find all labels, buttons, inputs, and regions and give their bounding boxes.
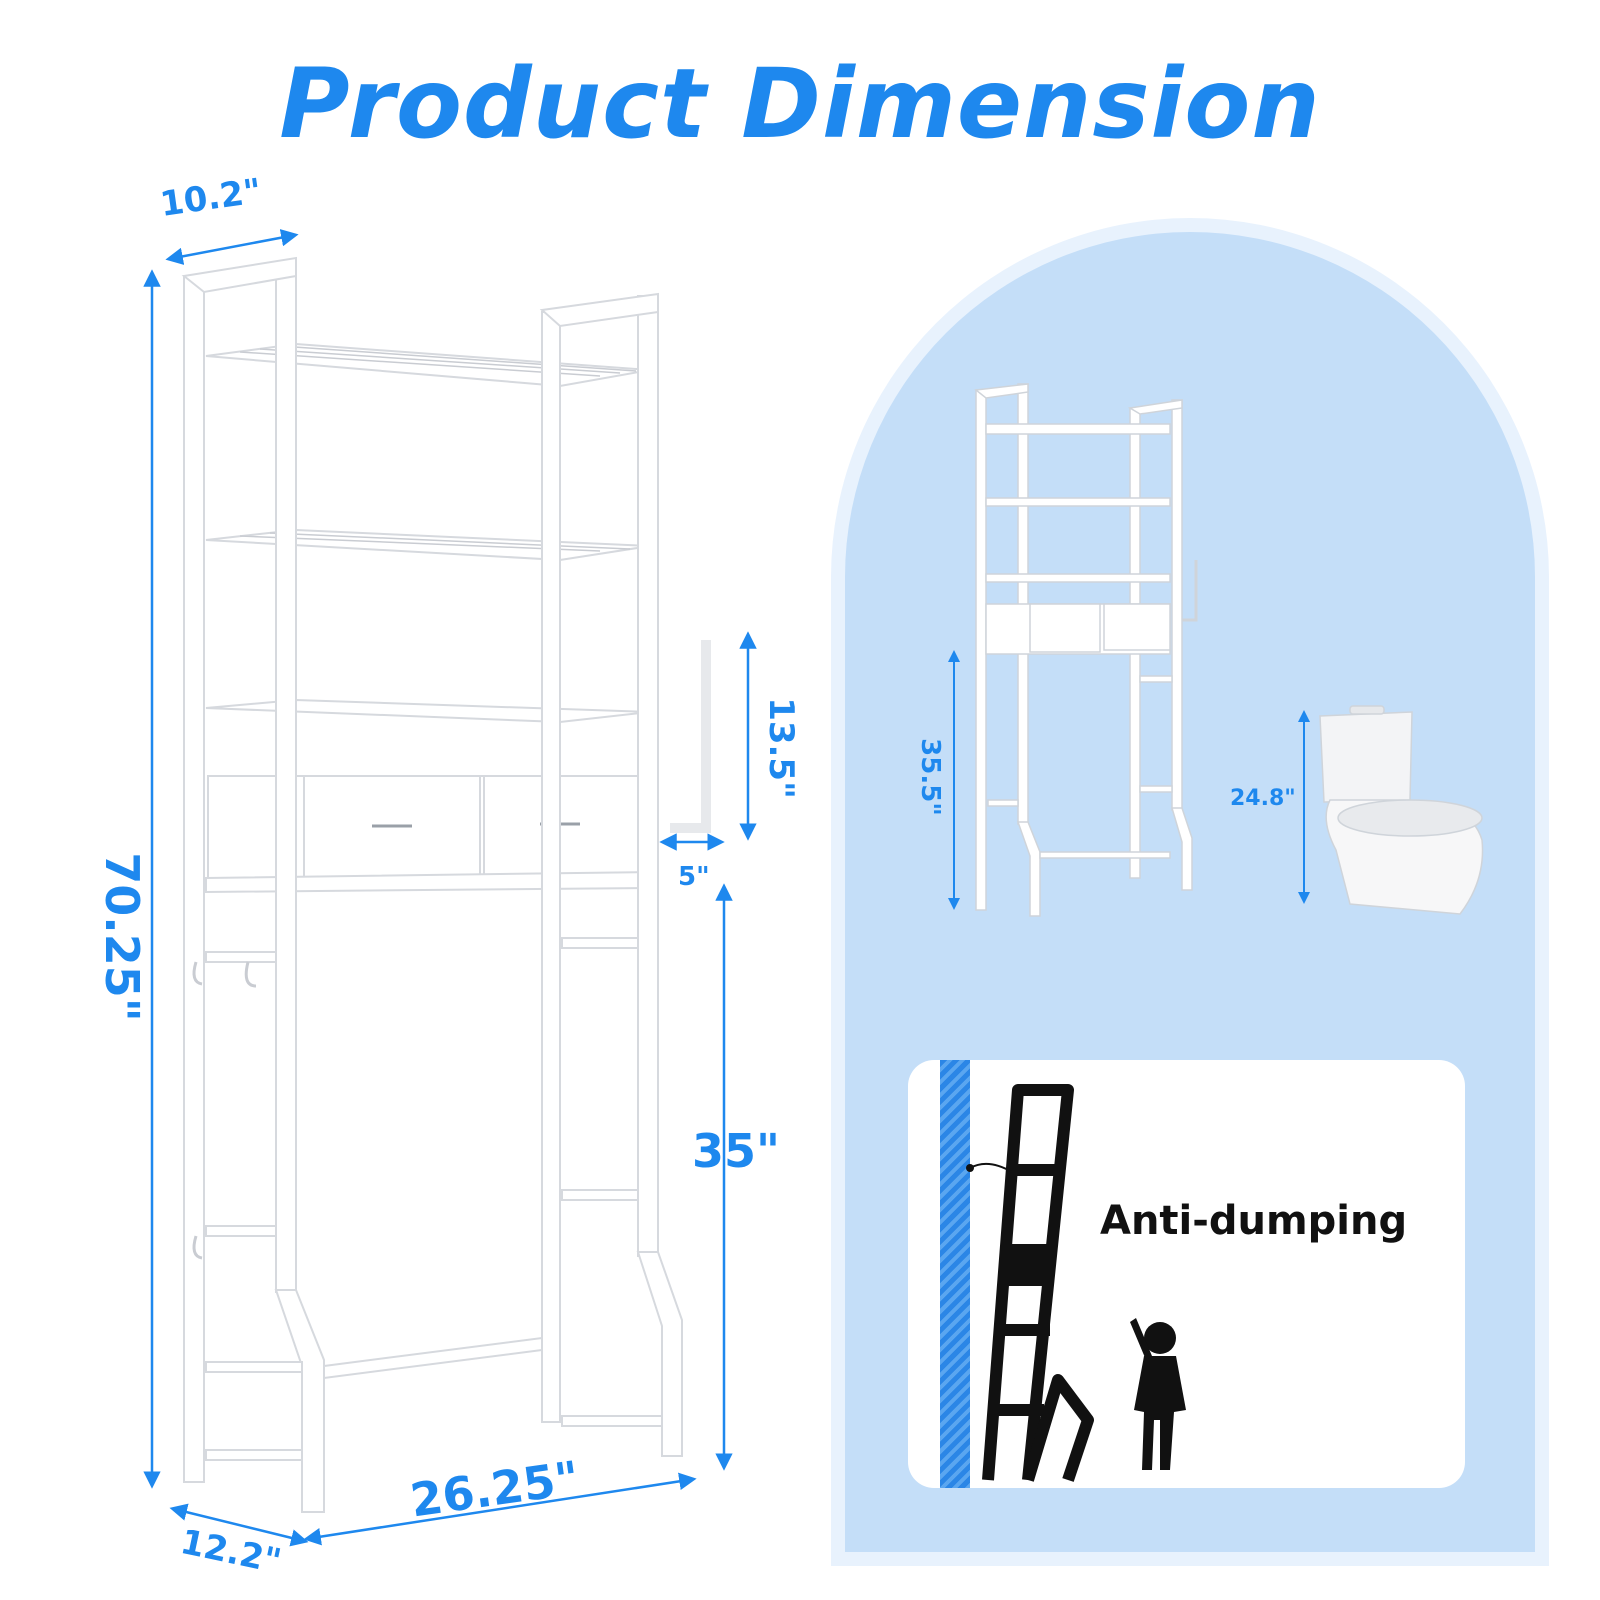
shelf-frame [181, 256, 711, 1513]
inset-shelf [974, 383, 1198, 917]
anti-dumping-label: Anti-dumping [1100, 1198, 1408, 1244]
wall-graphic [940, 1060, 970, 1488]
page-title: Product Dimension [279, 48, 1321, 160]
anti-dumping-panel: Anti-dumping [908, 1060, 1465, 1488]
toilet-height-label: 24.8" [1230, 786, 1296, 811]
ladder-shelf-icon [966, 1084, 1094, 1482]
inset-clearance-label: 35.5" [915, 738, 945, 816]
child-silhouette-icon [1130, 1318, 1186, 1470]
toilet-icon [1319, 705, 1484, 915]
dimension-lines [143, 229, 757, 1547]
clearance-height-label: 35" [692, 1124, 780, 1178]
hook-offset-label: 5" [678, 862, 710, 892]
